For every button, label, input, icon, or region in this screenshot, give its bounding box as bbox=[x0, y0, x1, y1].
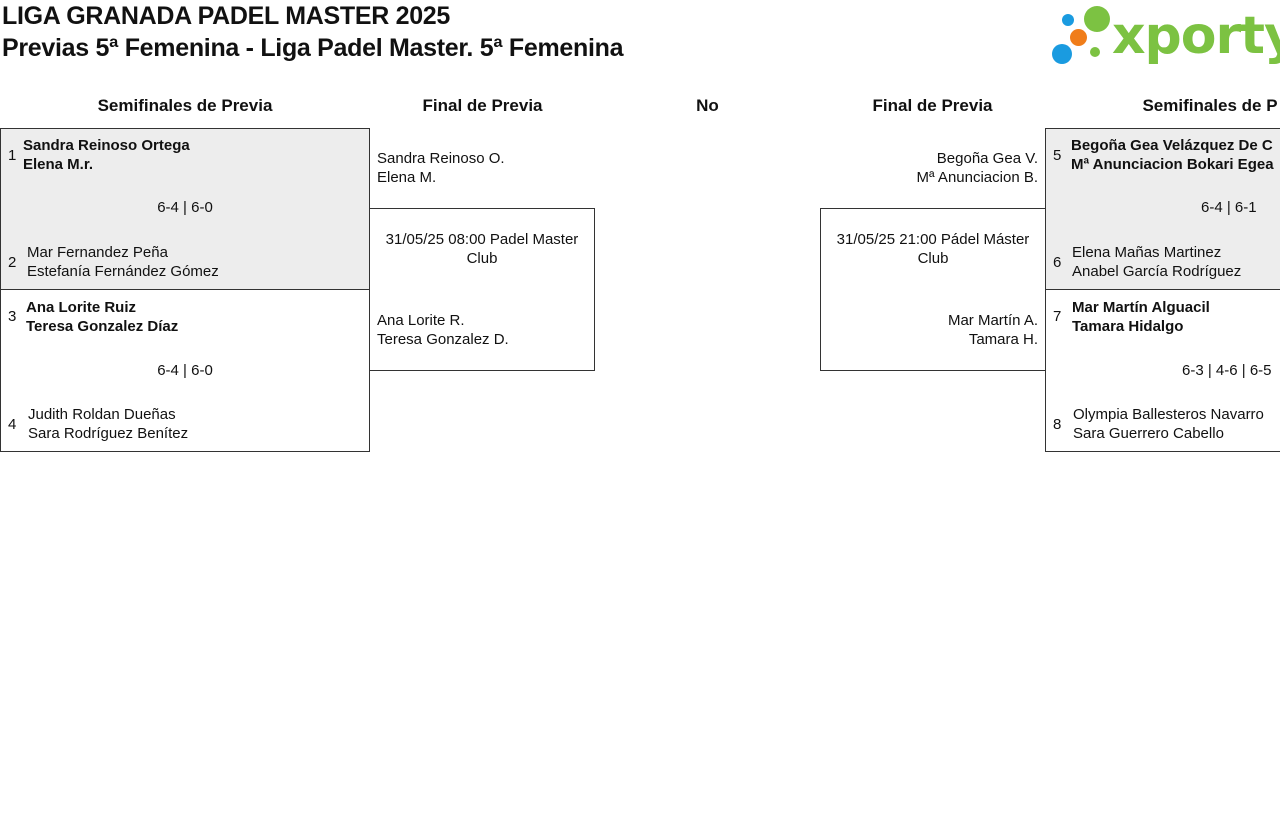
left-final-top-pair: Sandra Reinoso O. Elena M. bbox=[377, 149, 505, 187]
player-name: Begoña Gea V. bbox=[936, 150, 1038, 167]
player-name: Teresa Gonzalez D. bbox=[377, 331, 509, 348]
league-title: LIGA GRANADA PADEL MASTER 2025 bbox=[2, 2, 451, 30]
seed-number: 8 bbox=[1053, 416, 1062, 433]
match-score: 6-4 | 6-0 bbox=[157, 362, 213, 379]
player-name: Begoña Gea Velázquez De C bbox=[1071, 137, 1273, 154]
player-name: Sara Guerrero Cabello bbox=[1073, 425, 1224, 442]
match-date-venue: 31/05/25 21:00 Pádel Máster Club bbox=[836, 231, 1030, 267]
winning-pair: Sandra Reinoso Ortega Elena M.r. bbox=[23, 136, 190, 174]
player-name: Elena M. bbox=[377, 169, 437, 186]
right-semifinal-1[interactable]: 5 Begoña Gea Velázquez De C Mª Anunciaci… bbox=[1045, 128, 1280, 290]
player-name: Mª Anunciacion Bokari Egea bbox=[1071, 156, 1274, 173]
player-name: Estefanía Fernández Gómez bbox=[27, 263, 219, 280]
column-header-right-semis: Semifinales de P bbox=[1142, 96, 1278, 115]
winning-pair: Mar Martín Alguacil Tamara Hidalgo bbox=[1072, 298, 1210, 336]
logo-dot-blue-top bbox=[1062, 14, 1074, 26]
right-semifinal-2[interactable]: 7 Mar Martín Alguacil Tamara Hidalgo 6-3… bbox=[1045, 289, 1280, 452]
player-name: Ana Lorite Ruiz bbox=[26, 299, 137, 316]
match-score: 6-4 | 6-1 bbox=[1201, 199, 1257, 216]
player-name: Elena M.r. bbox=[23, 156, 94, 173]
losing-pair: Elena Mañas Martinez Anabel García Rodrí… bbox=[1072, 243, 1241, 281]
seed-number: 3 bbox=[8, 308, 17, 325]
left-semifinal-2[interactable]: 3 Ana Lorite Ruiz Teresa Gonzalez Díaz 6… bbox=[0, 289, 370, 452]
right-final-match[interactable]: 31/05/25 21:00 Pádel Máster Club Mar Mar… bbox=[820, 208, 1046, 371]
player-name: Sara Rodríguez Benítez bbox=[28, 425, 189, 442]
seed-number: 5 bbox=[1053, 147, 1062, 164]
player-name: Tamara Hidalgo bbox=[1072, 318, 1184, 335]
seed-number: 4 bbox=[8, 416, 17, 433]
right-final-bottom-pair: Mar Martín A. Tamara H. bbox=[821, 311, 1038, 349]
column-header-right-final: Final de Previa bbox=[872, 96, 993, 115]
logo-dot-blue-bottom bbox=[1052, 44, 1072, 64]
player-name: Mª Anunciacion B. bbox=[916, 169, 1038, 186]
column-header-center: No bbox=[696, 96, 719, 115]
logo-dot-orange bbox=[1070, 29, 1087, 46]
column-header-left-final: Final de Previa bbox=[422, 96, 543, 115]
player-name: Ana Lorite R. bbox=[377, 312, 465, 329]
seed-number: 7 bbox=[1053, 308, 1062, 325]
player-name: Anabel García Rodríguez bbox=[1072, 263, 1242, 280]
winning-pair: Ana Lorite Ruiz Teresa Gonzalez Díaz bbox=[26, 298, 178, 336]
winning-pair: Begoña Gea Velázquez De C Mª Anunciacion… bbox=[1071, 136, 1274, 174]
match-score: 6-4 | 6-0 bbox=[157, 199, 213, 216]
left-semifinal-1[interactable]: 1 Sandra Reinoso Ortega Elena M.r. 6-4 |… bbox=[0, 128, 370, 290]
player-name: Elena Mañas Martinez bbox=[1072, 244, 1222, 261]
logo-wordmark: xporty bbox=[1112, 6, 1280, 66]
player-name: Tamara H. bbox=[968, 331, 1038, 348]
logo-dot-green bbox=[1084, 6, 1110, 32]
player-name: Mar Martín A. bbox=[947, 312, 1038, 329]
match-score: 6-3 | 4-6 | 6-5 bbox=[1182, 362, 1272, 379]
seed-number: 1 bbox=[8, 147, 17, 164]
column-header-left-semis: Semifinales de Previa bbox=[97, 96, 273, 115]
logo-dot-green-small bbox=[1090, 47, 1100, 57]
page-title: Previas 5ª Femenina - Liga Padel Master.… bbox=[2, 34, 624, 62]
losing-pair: Judith Roldan Dueñas Sara Rodríguez Bení… bbox=[28, 405, 188, 443]
player-name: Olympia Ballesteros Navarro bbox=[1073, 406, 1264, 423]
right-final-top-pair: Begoña Gea V. Mª Anunciacion B. bbox=[820, 149, 1038, 187]
player-name: Judith Roldan Dueñas bbox=[28, 406, 176, 423]
seed-number: 2 bbox=[8, 254, 17, 271]
losing-pair: Mar Fernandez Peña Estefanía Fernández G… bbox=[27, 243, 219, 281]
player-name: Mar Martín Alguacil bbox=[1072, 299, 1210, 316]
player-name: Teresa Gonzalez Díaz bbox=[26, 318, 179, 335]
match-date-venue: 31/05/25 08:00 Padel Master Club bbox=[385, 231, 579, 267]
left-final-match[interactable]: 31/05/25 08:00 Padel Master Club Ana Lor… bbox=[369, 208, 595, 371]
losing-pair: Olympia Ballesteros Navarro Sara Guerrer… bbox=[1073, 405, 1264, 443]
xporty-logo[interactable]: xporty bbox=[1050, 4, 1280, 68]
player-name: Sandra Reinoso O. bbox=[377, 150, 505, 167]
left-final-bottom-pair: Ana Lorite R. Teresa Gonzalez D. bbox=[377, 311, 509, 349]
player-name: Sandra Reinoso Ortega bbox=[23, 137, 190, 154]
seed-number: 6 bbox=[1053, 254, 1062, 271]
player-name: Mar Fernandez Peña bbox=[27, 244, 168, 261]
